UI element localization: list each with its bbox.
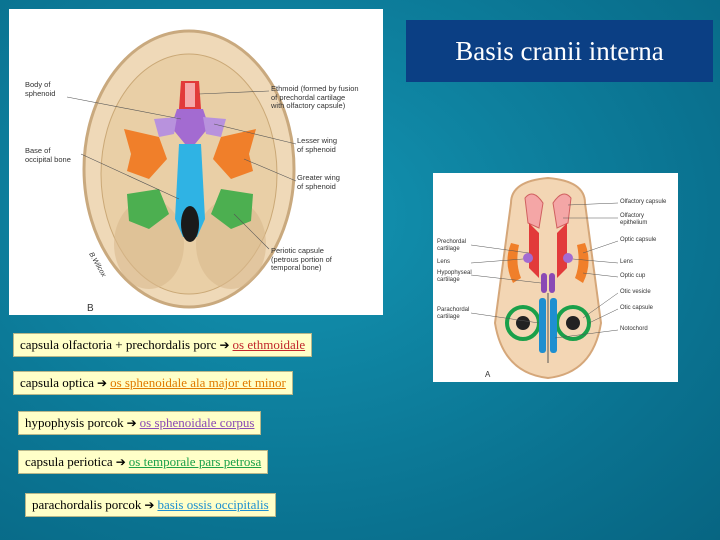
label-a-lens-left: Lens	[437, 259, 450, 266]
mapping-row-3: hypophysis porcok➔os sphenoidale corpus	[18, 411, 261, 435]
arrow-right-icon: ➔	[116, 455, 126, 469]
mapping-row-4: capsula periotica➔os temporale pars petr…	[18, 450, 268, 474]
mapping-row-1: capsula olfactoria + prechordalis porc➔ o…	[13, 333, 312, 357]
label-a-notochord: Notochord	[620, 326, 648, 333]
row-result: os sphenoidale corpus	[140, 415, 255, 430]
row-source: parachordalis porcok	[32, 497, 141, 512]
arrow-right-icon: ➔	[219, 338, 229, 352]
mapping-row-5: parachordalis porcok➔basis ossis occipit…	[25, 493, 276, 517]
row-source: capsula olfactoria + prechordalis porc	[20, 337, 216, 352]
row-source: capsula optica	[20, 375, 94, 390]
row-result: os temporale pars petrosa	[129, 454, 261, 469]
arrow-right-icon: ➔	[144, 498, 154, 512]
panel-label-a: A	[485, 370, 490, 379]
label-a-olfactory-capsule: Olfactory capsule	[620, 199, 666, 206]
mapping-row-2: capsula optica➔os sphenoidale ala major …	[13, 371, 293, 395]
slide-title-text: Basis cranii interna	[455, 36, 663, 67]
row-result: basis ossis occipitalis	[157, 497, 268, 512]
row-result: os sphenoidale ala major et minor	[110, 375, 286, 390]
label-a-otic-vesicle: Otic vesicle	[620, 289, 651, 296]
label-a-optic-capsule: Optic capsule	[620, 237, 656, 244]
arrow-right-icon: ➔	[97, 376, 107, 390]
row-source: capsula periotica	[25, 454, 113, 469]
row-source: hypophysis porcok	[25, 415, 124, 430]
arrow-right-icon: ➔	[127, 416, 137, 430]
label-a-otic-capsule: Otic capsule	[620, 305, 653, 312]
label-a-lens-right: Lens	[620, 259, 633, 266]
panel-label-b: B	[87, 303, 94, 315]
label-a-optic-cup: Optic cup	[620, 273, 645, 280]
row-result: os ethmoidale	[233, 337, 306, 352]
slide-title: Basis cranii interna	[406, 20, 713, 82]
